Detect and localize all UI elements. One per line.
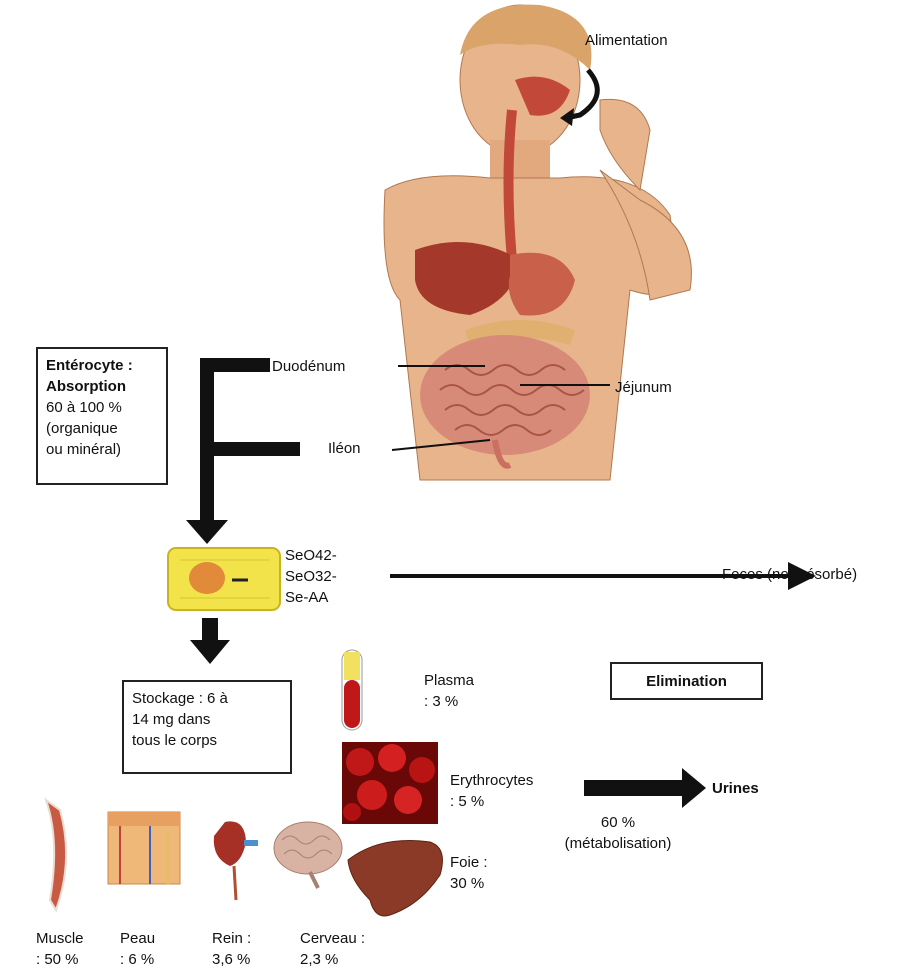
ileon-label: Iléon — [328, 438, 361, 459]
enterocyte-title: Entérocyte : — [46, 355, 158, 376]
species-seo32: SeO32- — [285, 566, 337, 587]
metabolisation-label: 60 % (métabolisation) — [553, 812, 683, 854]
enterocyte-line: 60 à 100 % — [46, 397, 158, 418]
liver-label: Foie : 30 % — [450, 852, 488, 894]
elimination-box: Elimination — [610, 662, 763, 700]
enterocyte-cell-illustration — [168, 548, 280, 610]
urines-arrow — [584, 768, 706, 808]
storage-line: Stockage : 6 à — [132, 688, 282, 709]
liver-illustration — [348, 840, 442, 916]
selenium-species-list: SeO42- SeO32- Se-AA — [285, 545, 337, 608]
absorption-bracket-arrow — [186, 358, 300, 544]
erythrocytes-label: Erythrocytes : 5 % — [450, 770, 533, 812]
feces-label: Feces (non résorbé) — [722, 564, 857, 585]
enterocyte-line: ou minéral) — [46, 439, 158, 460]
enterocyte-subtitle: Absorption — [46, 376, 158, 397]
enterocyte-line: (organique — [46, 418, 158, 439]
storage-line: 14 mg dans — [132, 709, 282, 730]
brain-illustration — [274, 822, 342, 888]
jejunum-label: Jéjunum — [615, 377, 672, 398]
human-torso-illustration — [384, 5, 691, 480]
plasma-tube-illustration — [342, 650, 362, 730]
plasma-label: Plasma : 3 % — [424, 670, 474, 712]
storage-box: Stockage : 6 à 14 mg dans tous le corps — [122, 680, 292, 774]
muscle-illustration — [46, 800, 66, 910]
species-se-aa: Se-AA — [285, 587, 337, 608]
brain-label: Cerveau : 2,3 % — [300, 928, 365, 970]
species-seo42: SeO42- — [285, 545, 337, 566]
alimentation-label: Alimentation — [585, 30, 668, 51]
skin-label: Peau : 6 % — [120, 928, 155, 970]
skin-illustration — [108, 812, 180, 884]
storage-down-arrow — [190, 618, 230, 664]
erythrocytes-illustration — [342, 742, 438, 824]
kidney-illustration — [214, 821, 258, 900]
kidney-label: Rein : 3,6 % — [212, 928, 251, 970]
storage-line: tous le corps — [132, 730, 282, 751]
duodenum-label: Duodénum — [272, 356, 345, 377]
muscle-label: Muscle : 50 % — [36, 928, 84, 970]
urines-label: Urines — [712, 778, 759, 799]
enterocyte-box: Entérocyte : Absorption 60 à 100 % (orga… — [36, 347, 168, 485]
